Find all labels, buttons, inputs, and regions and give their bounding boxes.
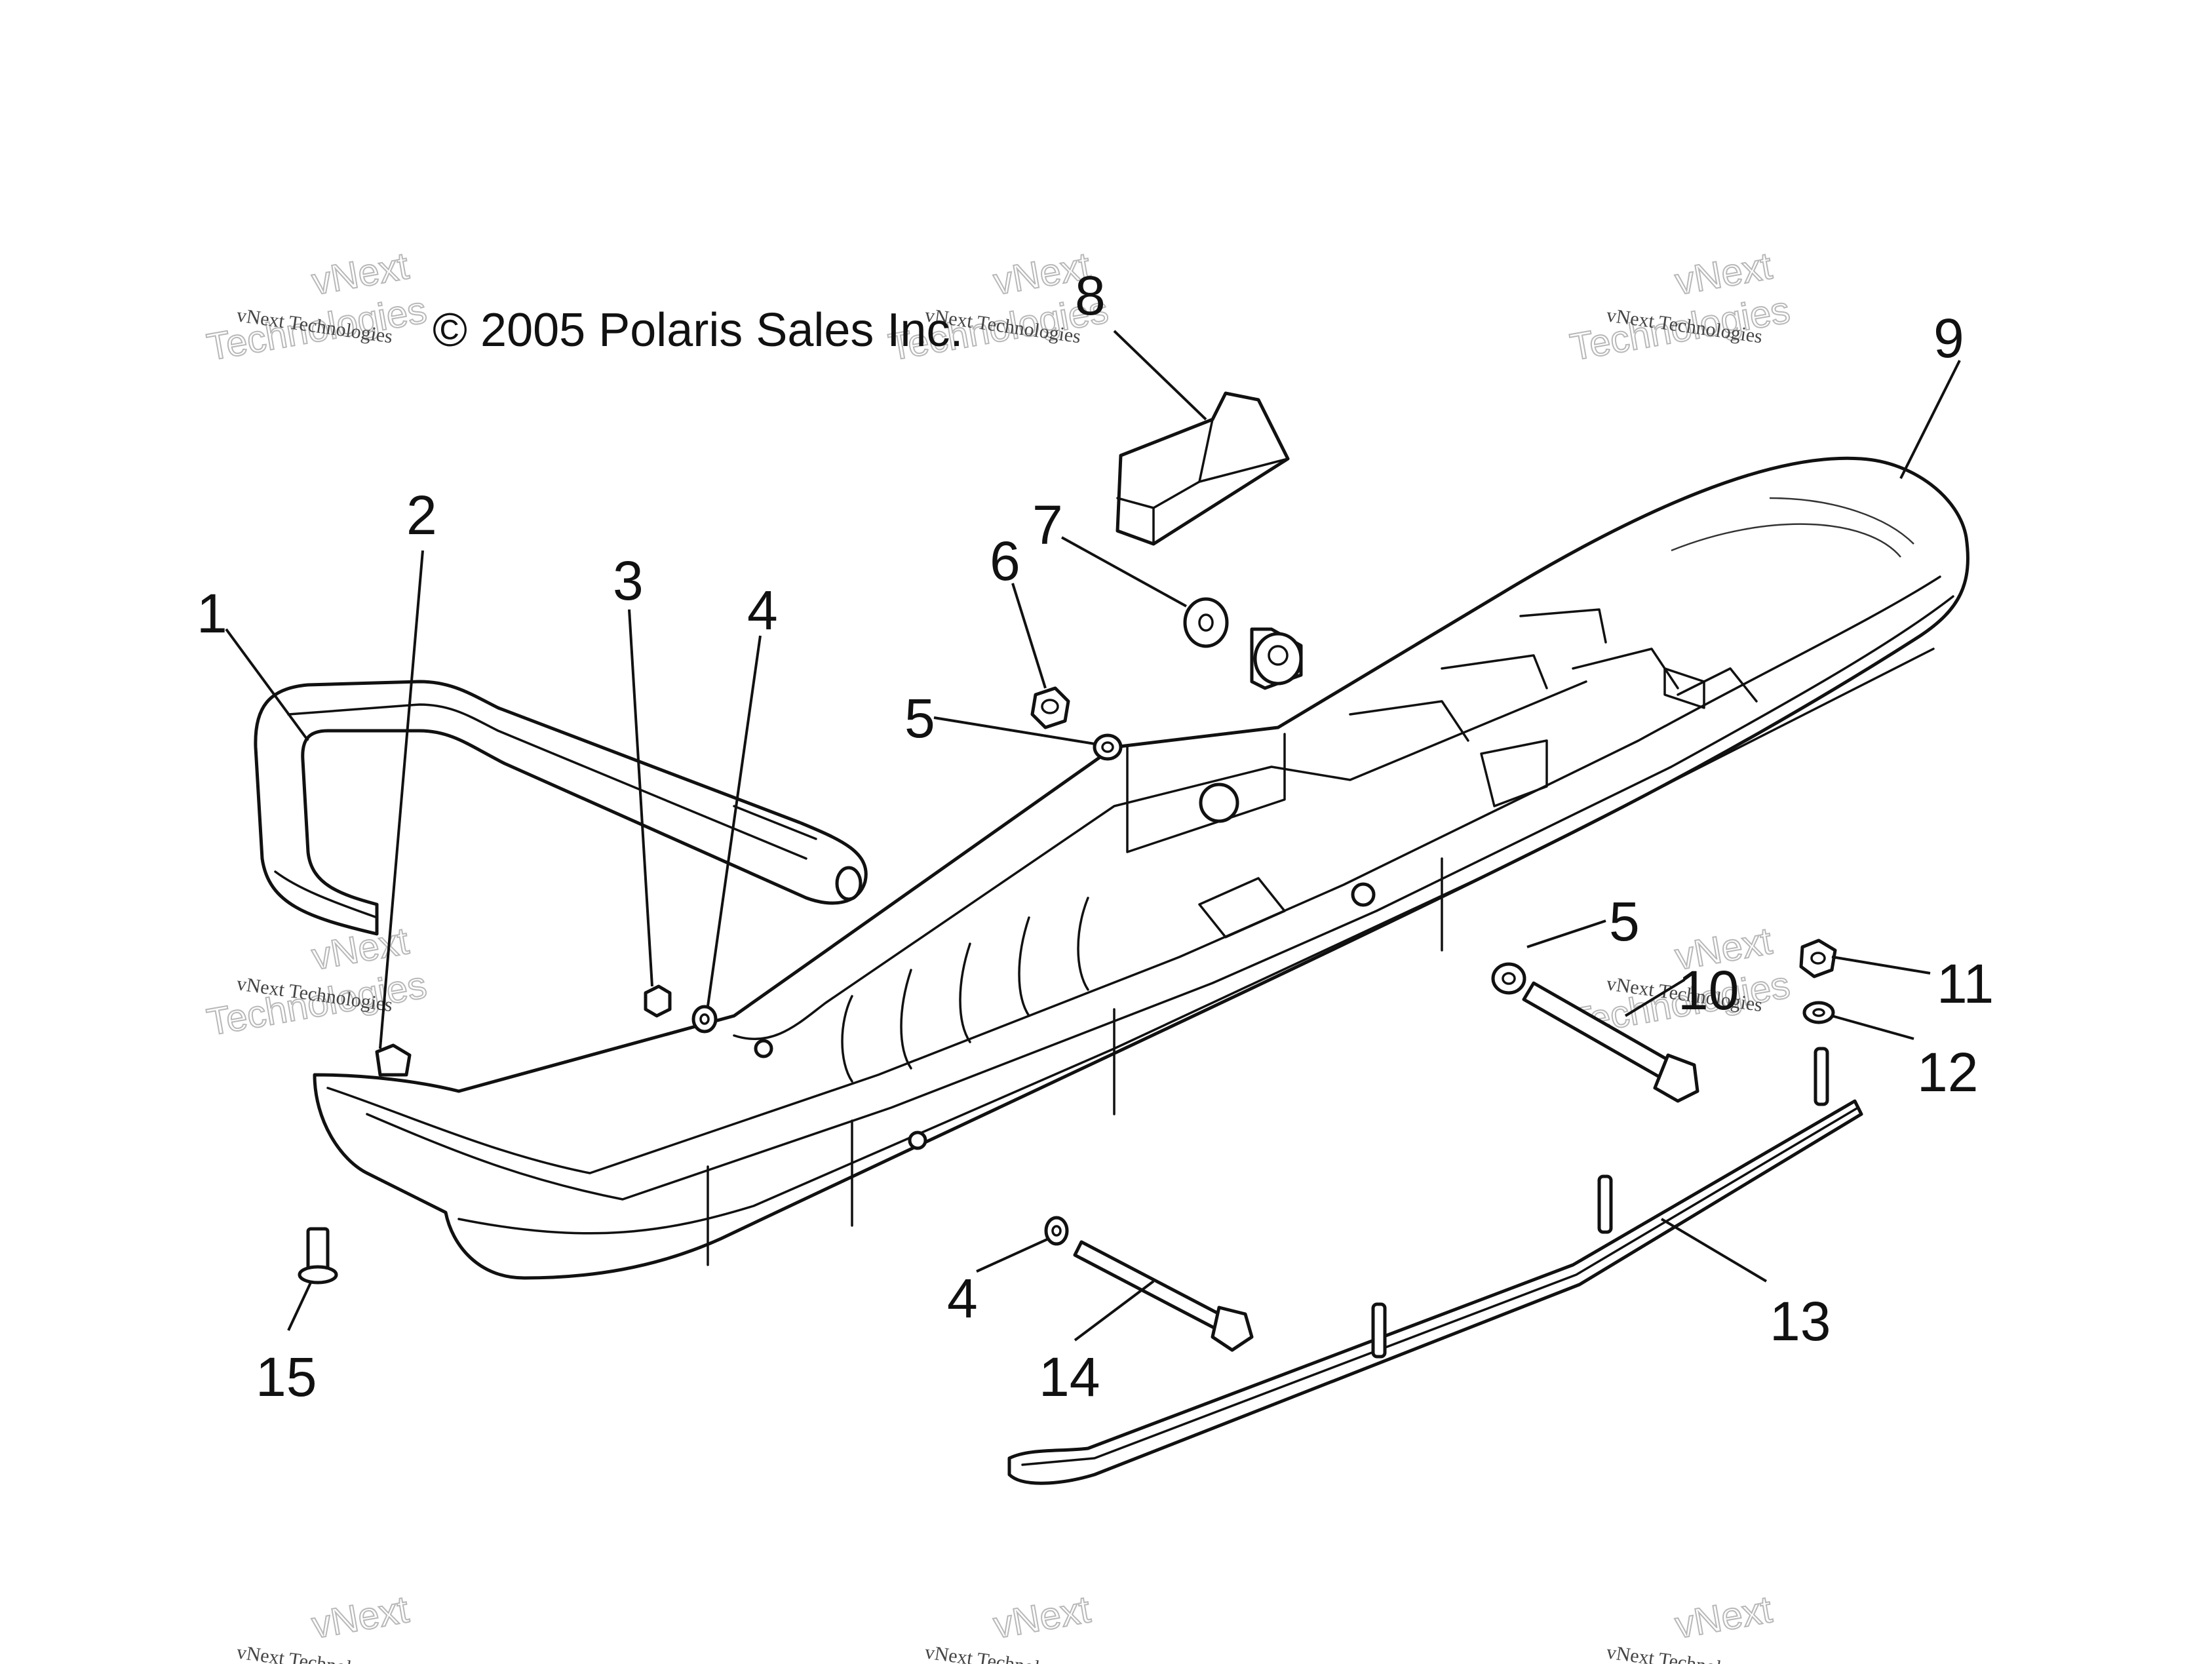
leader-8 bbox=[1113, 330, 1207, 421]
callout-13: 13 bbox=[1770, 1290, 1831, 1352]
leader-7 bbox=[1061, 536, 1187, 608]
part-4-washer-upper bbox=[691, 1005, 718, 1034]
watermark-middle-left: vNext Technologies vNext Technologies bbox=[203, 919, 431, 1045]
callout-9: 9 bbox=[1933, 307, 1964, 369]
callout-5-lower: 5 bbox=[1609, 891, 1640, 952]
part-2-insert bbox=[375, 1043, 412, 1077]
leader-2 bbox=[379, 550, 424, 1049]
copyright-notice: © 2005 Polaris Sales Inc. bbox=[433, 304, 963, 357]
watermark-top-right: vNext Technologies vNext Technologies bbox=[1566, 244, 1794, 370]
part-12-washer bbox=[1802, 1001, 1835, 1024]
leader-12 bbox=[1831, 1015, 1914, 1040]
part-5-washer-upper bbox=[1093, 733, 1123, 761]
callout-15: 15 bbox=[256, 1346, 317, 1408]
part-1-handle-loop bbox=[254, 680, 868, 936]
callout-1: 1 bbox=[197, 583, 227, 644]
callout-7: 7 bbox=[1032, 494, 1063, 556]
part-9-ski bbox=[313, 456, 1969, 1280]
callout-12: 12 bbox=[1917, 1041, 1978, 1103]
svg-text:vNext: vNext bbox=[309, 1588, 412, 1647]
leader-4b bbox=[976, 1237, 1049, 1273]
callout-4-lower: 4 bbox=[947, 1267, 978, 1329]
callout-11: 11 bbox=[1937, 953, 1994, 1015]
callout-10: 10 bbox=[1678, 959, 1739, 1021]
leader-10 bbox=[1624, 978, 1686, 1017]
part-3-nut bbox=[644, 984, 672, 1018]
callout-6: 6 bbox=[990, 530, 1020, 592]
part-8-bumper bbox=[1116, 391, 1290, 546]
watermark-bottom-center: vNext vNext Technologies bbox=[923, 1587, 1094, 1664]
part-6-nut bbox=[1030, 686, 1070, 729]
watermark-top-left: vNext Technologies vNext Technologies bbox=[203, 244, 431, 370]
part-15-bolt bbox=[298, 1227, 338, 1285]
callout-2: 2 bbox=[406, 484, 437, 546]
leader-11 bbox=[1831, 956, 1931, 975]
part-11-nut bbox=[1799, 938, 1837, 978]
watermark-bottom-left: vNext vNext Technologies bbox=[235, 1587, 412, 1664]
svg-text:vNext Technologies: vNext Technologies bbox=[235, 1641, 394, 1664]
part-10-bolt bbox=[1522, 981, 1699, 1103]
svg-text:vNext: vNext bbox=[990, 1588, 1093, 1647]
leader-9 bbox=[1899, 360, 1961, 479]
leader-14 bbox=[1074, 1280, 1155, 1342]
callout-8: 8 bbox=[1075, 265, 1106, 326]
svg-text:vNext: vNext bbox=[1672, 1588, 1775, 1647]
callout-labels: 1 2 3 4 4 5 5 6 7 8 9 10 11 12 13 14 15 bbox=[197, 265, 1994, 1408]
leader-5b bbox=[1526, 919, 1606, 948]
part-4-washer-lower bbox=[1044, 1216, 1069, 1246]
part-14-bolt bbox=[1073, 1240, 1254, 1352]
part-7-spacers bbox=[1183, 597, 1303, 690]
leader-15 bbox=[287, 1281, 313, 1331]
leader-1 bbox=[225, 628, 309, 742]
leader-5a bbox=[933, 716, 1095, 745]
callout-14: 14 bbox=[1039, 1346, 1100, 1408]
part-13-wear-bar bbox=[1007, 1047, 1863, 1485]
part-5-washer-lower bbox=[1491, 962, 1526, 995]
leader-13 bbox=[1660, 1218, 1768, 1283]
callout-4-upper: 4 bbox=[747, 579, 778, 641]
callout-3: 3 bbox=[613, 550, 644, 611]
watermark-bottom-right: vNext vNext Technologies bbox=[1605, 1587, 1775, 1664]
leader-4a bbox=[707, 635, 762, 1007]
leader-6 bbox=[1011, 583, 1047, 689]
callout-5-upper: 5 bbox=[904, 687, 935, 749]
leader-3 bbox=[628, 609, 653, 987]
leader-lines bbox=[225, 330, 1961, 1342]
